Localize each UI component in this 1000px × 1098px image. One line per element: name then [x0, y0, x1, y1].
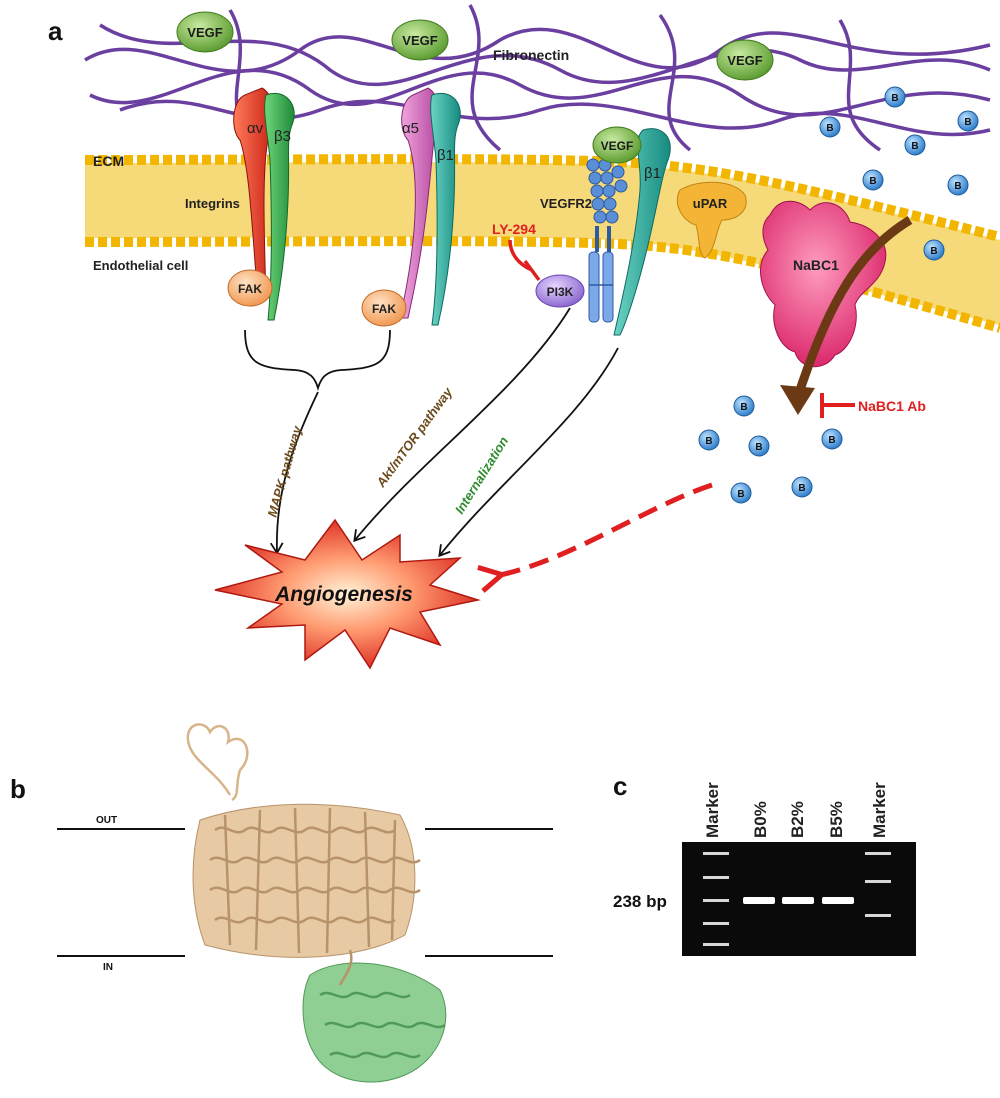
- boron-ion: B: [957, 110, 979, 132]
- boron-ion: B: [748, 435, 770, 457]
- svg-text:B: B: [911, 141, 918, 152]
- svg-text:FAK: FAK: [238, 282, 262, 296]
- svg-text:VEGF: VEGF: [727, 53, 762, 68]
- ecm-label: ECM: [93, 153, 124, 169]
- mapk-arrow: [269, 391, 319, 555]
- panel-b: b OUT IN: [10, 723, 553, 1083]
- svg-text:VEGF: VEGF: [402, 33, 437, 48]
- internalization-arrow: [438, 347, 619, 558]
- svg-text:PI3K: PI3K: [547, 285, 574, 299]
- gel-lane-labels: Marker B0% B2% B5% Marker: [703, 782, 889, 838]
- vegf-molecule: VEGF: [716, 39, 774, 81]
- svg-text:B: B: [964, 117, 971, 128]
- fibronectin-label: Fibronectin: [493, 47, 569, 63]
- boron-ion: B: [884, 86, 906, 108]
- panel-c-label: c: [613, 771, 627, 801]
- boron-ion: B: [791, 476, 813, 498]
- lane-label-b0: B0%: [751, 801, 770, 838]
- beta3-label: β3: [274, 128, 291, 145]
- integrins-label: Integrins: [185, 196, 240, 211]
- vegf-molecule: VEGF: [176, 11, 234, 53]
- boron-ion: B: [730, 482, 752, 504]
- nabc1-protein-structure: [186, 723, 447, 1083]
- vegfr2-receptor: VEGFR2: [540, 158, 628, 323]
- svg-text:B: B: [798, 483, 805, 494]
- integrin-alpha5-beta1: α5 β1: [399, 87, 461, 326]
- beta1-label: β1: [437, 147, 454, 164]
- svg-text:B: B: [826, 123, 833, 134]
- boron-ion: B: [698, 429, 720, 451]
- nabc1-transporter: NaBC1: [760, 200, 887, 368]
- boron-ions: B B B B B B B B B B B B B: [698, 86, 979, 504]
- svg-text:B: B: [740, 402, 747, 413]
- boron-angiogenesis-arrow: [500, 482, 713, 575]
- band-size-label: 238 bp: [613, 892, 667, 911]
- internalization-label: Internalization: [452, 434, 511, 517]
- in-label: IN: [103, 962, 113, 973]
- out-label: OUT: [96, 815, 117, 826]
- mapk-pathway-label: MAPK pathway: [264, 424, 305, 519]
- alpha5-label: α5: [402, 120, 419, 137]
- upar-receptor: uPAR: [676, 181, 747, 259]
- endothelial-cell-label: Endothelial cell: [93, 258, 188, 273]
- akt-arrow: [353, 307, 571, 543]
- nabc1-ab-inhibition: [820, 393, 855, 418]
- svg-text:VEGF: VEGF: [601, 139, 634, 153]
- angiogenesis-burst: Angiogenesis: [214, 518, 481, 670]
- ly294-inhibition-line: [508, 239, 541, 282]
- band-b0: [743, 897, 775, 904]
- lane-label-b5: B5%: [827, 801, 846, 838]
- akt-pathway-label: Akt/mTOR pathway: [373, 384, 456, 490]
- boron-ion: B: [821, 428, 843, 450]
- boron-ion: B: [819, 116, 841, 138]
- boron-ion: B: [904, 134, 926, 156]
- integrin-beta1-vegfr2: β1: [613, 128, 671, 336]
- svg-text:B: B: [705, 436, 712, 447]
- alpha-v-label: αv: [247, 120, 264, 137]
- boron-ion: B: [862, 169, 884, 191]
- panel-a: a Fibronectin VEGF VEGF: [48, 4, 1000, 670]
- svg-text:VEGF: VEGF: [187, 25, 222, 40]
- svg-text:NaBC1: NaBC1: [793, 257, 839, 273]
- svg-text:B: B: [828, 435, 835, 446]
- band-b2: [782, 897, 814, 904]
- panel-a-label: a: [48, 16, 63, 46]
- svg-text:B: B: [755, 442, 762, 453]
- svg-text:B: B: [891, 93, 898, 104]
- svg-text:FAK: FAK: [372, 302, 396, 316]
- ly294-label: LY-294: [492, 221, 536, 237]
- nabc1-ab-label: NaBC1 Ab: [858, 398, 926, 414]
- svg-text:B: B: [954, 181, 961, 192]
- svg-text:B: B: [930, 246, 937, 257]
- svg-text:B: B: [869, 176, 876, 187]
- band-b5: [822, 897, 854, 904]
- svg-text:uPAR: uPAR: [693, 196, 728, 211]
- integrin-alpha-v-beta3: αv β3: [233, 87, 295, 321]
- lane-label-marker-left: Marker: [703, 782, 722, 838]
- boron-transport-arrow: [780, 216, 913, 415]
- vegf-molecule-bound: VEGF: [592, 126, 642, 164]
- svg-text:β1: β1: [644, 165, 661, 182]
- boron-ion: B: [733, 395, 755, 417]
- panel-b-label: b: [10, 774, 26, 804]
- boron-ion: B: [923, 239, 945, 261]
- fak-protein: FAK: [361, 289, 407, 327]
- vegf-molecule: VEGF: [391, 19, 449, 61]
- lane-label-marker-right: Marker: [870, 782, 889, 838]
- integrin-brace: [244, 329, 391, 392]
- angiogenesis-label: Angiogenesis: [274, 583, 413, 606]
- boron-ion: B: [947, 174, 969, 196]
- vegfr2-label: VEGFR2: [540, 196, 592, 211]
- agarose-gel: [682, 842, 916, 956]
- panel-c: c Marker B0% B2% B5% Marker: [613, 771, 916, 956]
- lane-label-b2: B2%: [788, 801, 807, 838]
- svg-text:B: B: [737, 489, 744, 500]
- fak-protein: FAK: [227, 269, 273, 307]
- pi3k-protein: PI3K: [535, 274, 585, 308]
